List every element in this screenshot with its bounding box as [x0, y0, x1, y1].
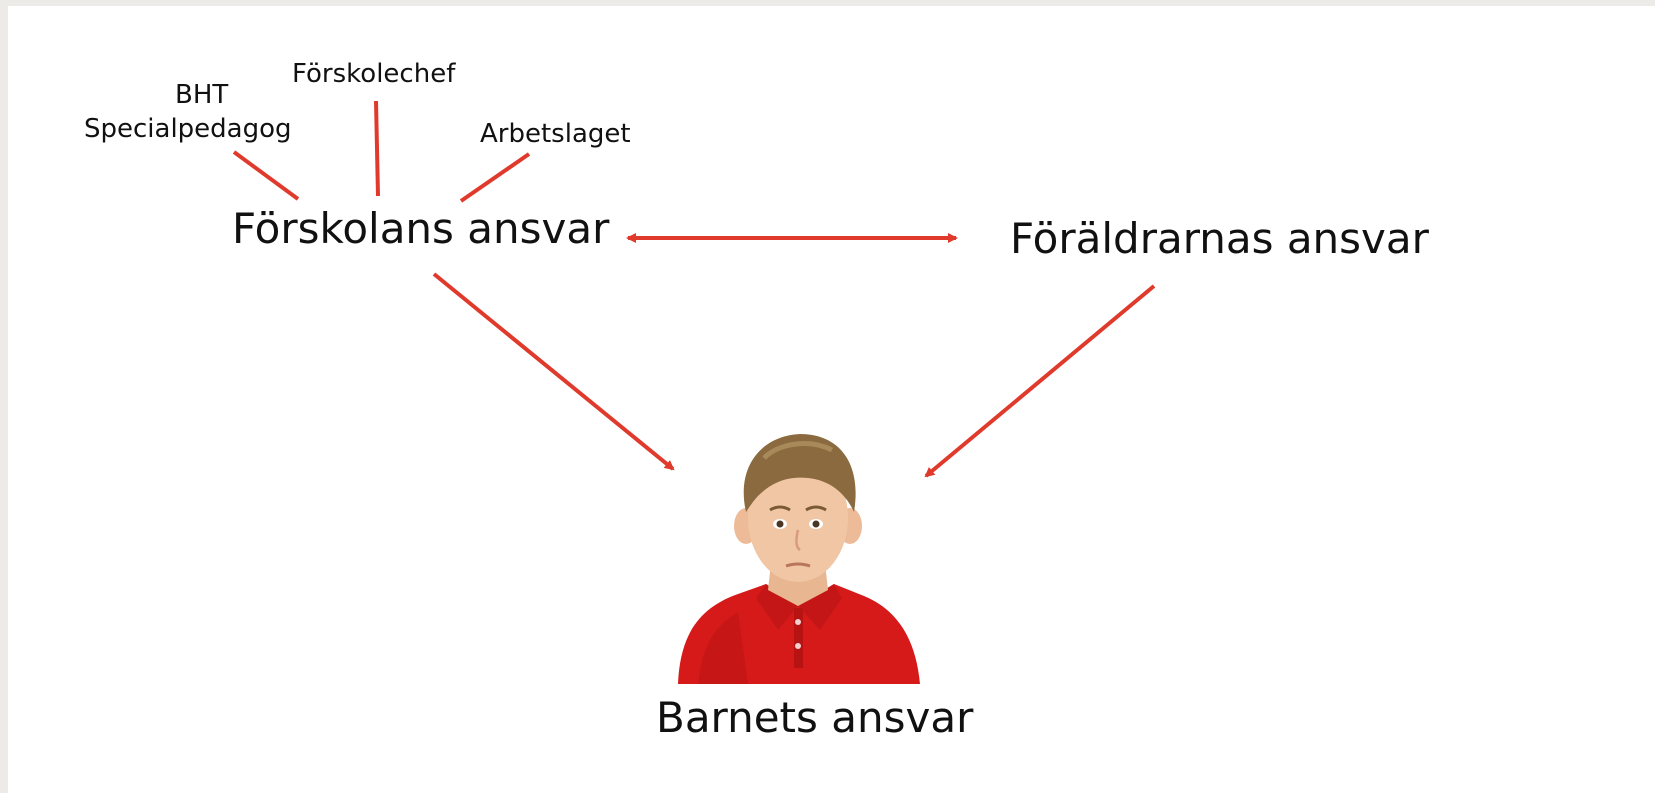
label-forskolechef: Förskolechef: [292, 59, 456, 89]
line-forskolechef: [374, 100, 380, 197]
arrow-forskola-barn: [432, 272, 675, 471]
label-foraldrarnas-ansvar: Föräldrarnas ansvar: [1010, 214, 1429, 263]
label-forskolans-ansvar: Förskolans ansvar: [232, 204, 610, 253]
connector-layer: [232, 100, 1156, 684]
slide: BHT Specialpedagog Förskolechef Arbetsla…: [8, 6, 1655, 793]
label-barnets-ansvar: Barnets ansvar: [656, 693, 974, 742]
label-bht: BHT: [175, 80, 229, 110]
label-arbetslaget: Arbetslaget: [480, 119, 631, 149]
arrow-foraldrar-barn: [924, 284, 1156, 478]
child-photo: [678, 434, 920, 684]
line-arbetslaget: [459, 152, 531, 203]
label-specialpedagog: Specialpedagog: [84, 114, 292, 144]
line-specialpedagog: [232, 150, 300, 201]
